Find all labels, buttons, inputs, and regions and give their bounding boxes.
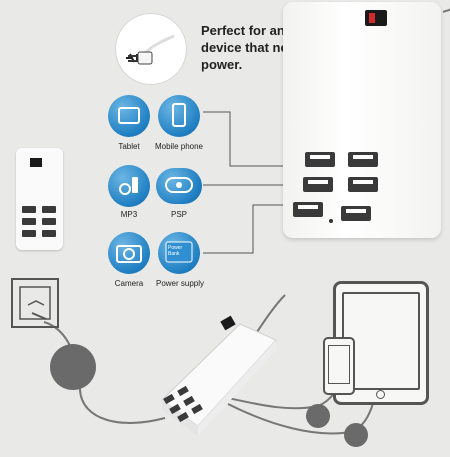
power-bank-icon: Power Bank <box>158 232 200 274</box>
camera-icon <box>108 232 150 274</box>
usb-hub-small <box>16 148 63 250</box>
phone-device <box>323 337 355 395</box>
callout-circle <box>306 404 330 428</box>
mp3-player-icon <box>108 165 150 207</box>
usb-hub-large <box>283 2 441 238</box>
usb-hub-connected <box>161 315 277 436</box>
device-label-mp3: MP3 <box>120 210 138 219</box>
device-label-power-supply: Power supply <box>155 279 205 288</box>
tablet-icon <box>108 95 150 137</box>
callout-circle <box>344 423 368 447</box>
device-label-tablet: Tablet <box>118 142 140 151</box>
device-label-mobile-phone: Mobile phone <box>154 142 204 151</box>
device-label-psp: PSP <box>170 210 187 219</box>
plug-illustration <box>116 14 186 84</box>
power-switch <box>365 10 387 26</box>
psp-icon <box>156 168 202 204</box>
mobile-phone-icon <box>158 95 200 137</box>
power-bank-icon-text: Power Bank <box>168 245 183 257</box>
callout-circle <box>50 344 96 390</box>
power-plug-icon <box>126 34 175 65</box>
wall-socket-icon <box>11 278 59 328</box>
device-label-camera: Camera <box>114 279 144 288</box>
